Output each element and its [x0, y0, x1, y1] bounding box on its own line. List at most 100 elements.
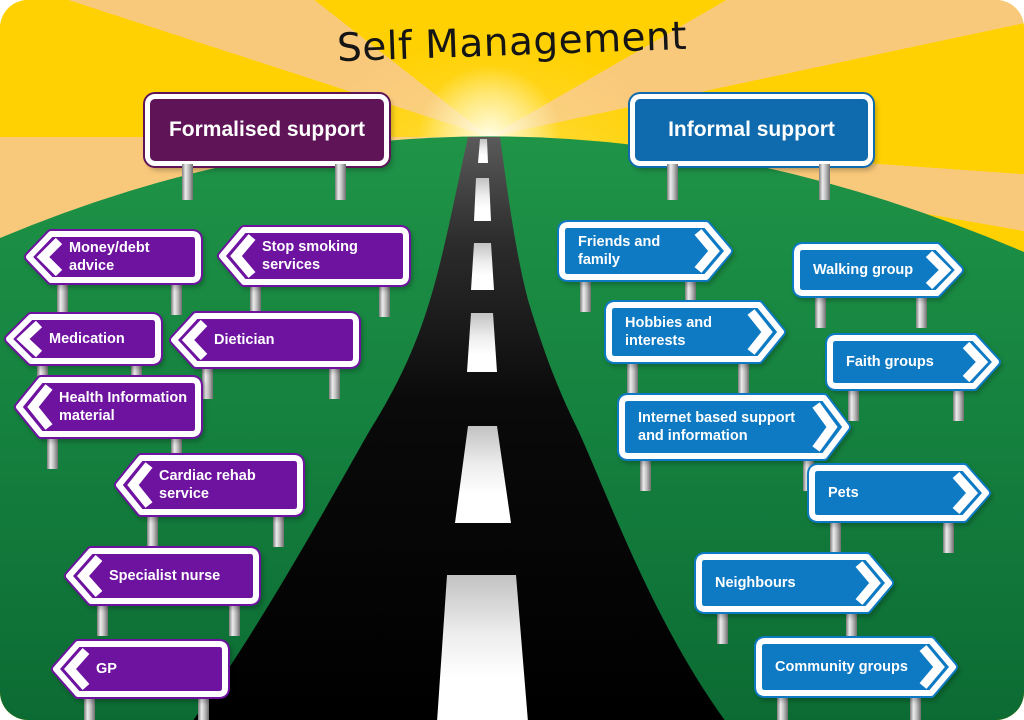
sign-post [777, 692, 788, 720]
sign-post [171, 433, 182, 469]
sign-post [580, 276, 591, 312]
sign-internet-based-support: Internet based support and information [617, 393, 851, 491]
sign-post [182, 164, 193, 200]
sign-post [943, 517, 954, 553]
sign-label: Dietician [214, 331, 275, 348]
sign-plate [696, 554, 892, 612]
chevron-left-icon [16, 320, 43, 358]
sign-community-groups: Community groups [754, 636, 958, 720]
sign-post [329, 363, 340, 399]
sign-post [198, 693, 209, 720]
sign-post [640, 455, 651, 491]
sign-post [848, 385, 859, 421]
chevron-right-icon [925, 250, 952, 290]
sign-post [84, 693, 95, 720]
sign-label: Stop smoking services [262, 238, 358, 273]
sign-plate [53, 641, 228, 697]
sign-label: Community groups [775, 658, 908, 675]
chevron-right-icon [952, 472, 979, 514]
sign-plate [116, 455, 303, 515]
sign-post [335, 164, 346, 200]
chevron-left-icon [36, 237, 63, 277]
informal-support-header-sign: Informal support [630, 94, 873, 200]
sign-plate [809, 465, 989, 521]
sign-plate [619, 395, 849, 459]
sign-post [738, 358, 749, 394]
chevron-right-icon [919, 645, 945, 689]
sign-plate [794, 244, 962, 296]
sign-post [627, 358, 638, 394]
sign-label: Friends and family [578, 233, 661, 268]
sign-post [910, 692, 921, 720]
sign-money-debt-advice: Money/debt advice [24, 229, 203, 315]
sign-neighbours: Neighbours [694, 552, 894, 644]
road-surface [193, 137, 725, 720]
chevron-left-icon [127, 462, 153, 508]
sign-post [171, 279, 182, 315]
sign-post [916, 292, 927, 328]
sign-gp: GP [51, 639, 230, 720]
sign-post [815, 292, 826, 328]
chevron-left-icon [63, 648, 90, 690]
sign-post [717, 608, 728, 644]
sign-post [379, 281, 390, 317]
sign-plate [559, 222, 731, 280]
sign-label: Internet based support and information [638, 409, 796, 444]
sign-specialist-nurse: Specialist nurse [64, 546, 261, 636]
sign-label: Pets [828, 484, 859, 501]
sign-medication: Medication [4, 312, 163, 396]
sign-faith-groups: Faith groups [825, 333, 1001, 421]
sign-walking-group: Walking group [792, 242, 964, 328]
chevron-right-icon [747, 309, 773, 355]
sign-plate [6, 314, 161, 364]
chevron-left-icon [181, 319, 208, 361]
sign-friends-and-family: Friends and family [557, 220, 733, 312]
sign-hobbies-and-interests: Hobbies and interests [604, 300, 786, 394]
chevron-left-icon [76, 555, 103, 597]
sign-health-information-material: Health Information material [14, 375, 203, 469]
sign-plate [756, 638, 956, 696]
sign-post [953, 385, 964, 421]
sign-post [229, 600, 240, 636]
sign-post [250, 281, 261, 317]
sign-label: Health Information material [59, 389, 188, 424]
chevron-right-icon [694, 229, 720, 273]
sign-plate [827, 335, 999, 389]
chevron-right-icon [812, 402, 838, 452]
sign-plate [219, 227, 409, 285]
sign-post [147, 511, 158, 547]
sign-post [667, 164, 678, 200]
chevron-left-icon [27, 384, 53, 430]
sign-post [97, 600, 108, 636]
sign-label: Walking group [813, 261, 914, 278]
sign-plate [26, 231, 201, 283]
lane-markings [437, 139, 528, 720]
sign-label: Medication [49, 330, 125, 347]
sign-label: Specialist nurse [109, 567, 221, 584]
formalised-support-header-sign: Formalised support [145, 94, 389, 200]
sign-cardiac-rehab-service: Cardiac rehab service [114, 453, 305, 547]
sign-dietician: Dietician [169, 311, 361, 399]
sign-post [830, 517, 841, 553]
chevron-right-icon [855, 561, 881, 605]
sign-post [846, 608, 857, 644]
sign-stop-smoking-services: Stop smoking services [217, 225, 411, 317]
sign-label: GP [96, 660, 117, 677]
chevron-right-icon [962, 341, 989, 383]
sign-post [57, 279, 68, 315]
sign-plate [66, 548, 259, 604]
sign-plate [16, 377, 201, 437]
sign-label: Neighbours [715, 574, 796, 591]
sign-plate [606, 302, 784, 362]
sign-post [202, 363, 213, 399]
chevron-left-icon [230, 234, 256, 278]
sign-label: Faith groups [846, 353, 934, 370]
sign-post [819, 164, 830, 200]
sign-plate [171, 313, 359, 367]
sign-post [273, 511, 284, 547]
sign-label: Money/debt advice [69, 239, 150, 274]
formalised-support-label: Formalised support [168, 118, 366, 141]
sign-pets: Pets [807, 463, 991, 553]
